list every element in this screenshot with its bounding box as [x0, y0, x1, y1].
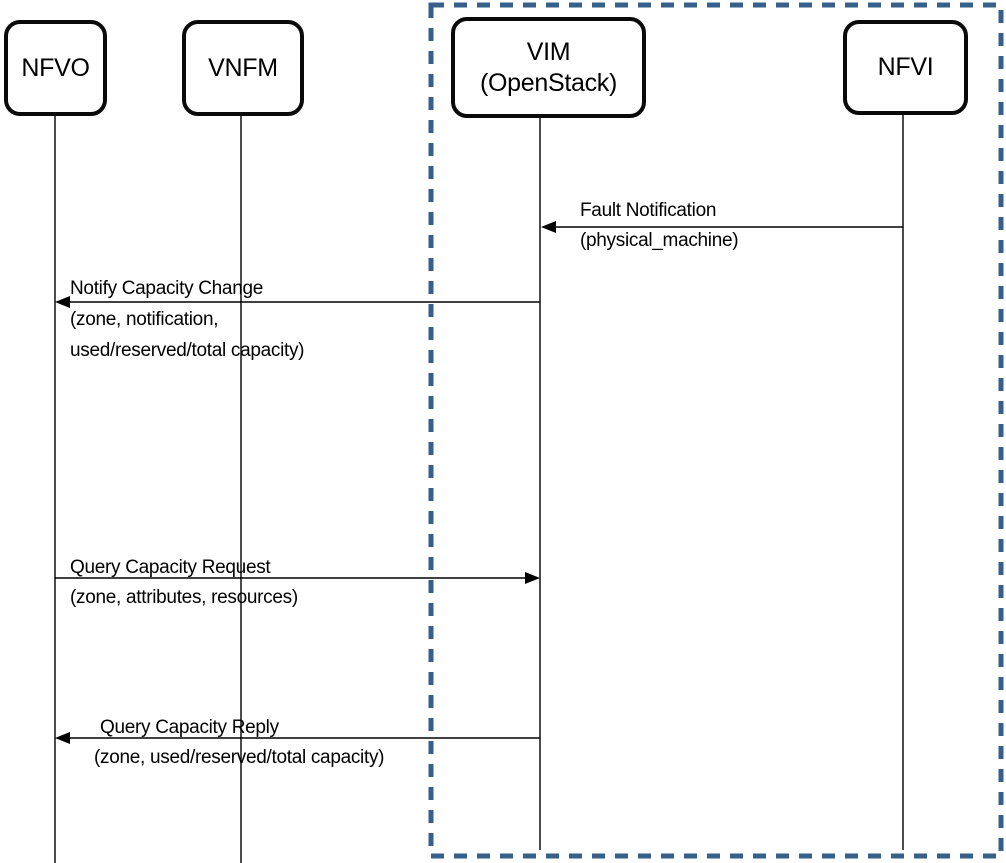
message-arrow-notify-capacity-change	[55, 296, 540, 308]
actor-nfvi-label: NFVI	[877, 53, 934, 82]
message-label: Notify Capacity Change	[70, 278, 264, 299]
actor-nfvo: NFVO	[4, 20, 107, 116]
message-query-capacity-request: Query Capacity Request (zone, attributes…	[70, 556, 298, 616]
boundary-box	[428, 2, 1004, 859]
message-params: (zone, attributes, resources)	[70, 587, 298, 608]
message-arrow-query-capacity-reply	[55, 732, 540, 744]
message-params: (zone, used/reserved/total capacity)	[94, 747, 385, 768]
message-query-capacity-reply: Query Capacity Reply (zone, used/reserve…	[94, 716, 384, 776]
message-label: Fault Notification	[580, 200, 717, 221]
message-label: Query Capacity Reply	[100, 717, 279, 738]
message-params: (physical_machine)	[580, 230, 739, 251]
actor-nfvi: NFVI	[843, 20, 968, 115]
actor-nfvo-label: NFVO	[21, 53, 90, 82]
message-fault-notification: Fault Notification (physical_machine)	[580, 199, 739, 259]
actor-vim-label: VIM	[526, 38, 571, 66]
actor-vim: VIM (OpenStack)	[451, 17, 646, 118]
actor-vnfm: VNFM	[182, 20, 304, 116]
message-arrow-query-capacity-request	[55, 572, 540, 584]
message-params: used/reserved/total capacity)	[70, 340, 305, 361]
message-label: Query Capacity Request	[70, 557, 271, 578]
message-params: (zone, notification,	[70, 309, 219, 330]
actor-vnfm-label: VNFM	[208, 53, 278, 82]
actor-vim-sublabel: (OpenStack)	[479, 68, 618, 97]
message-arrow-fault-notification	[541, 221, 903, 233]
message-notify-capacity-change: Notify Capacity Change (zone, notificati…	[70, 277, 305, 370]
